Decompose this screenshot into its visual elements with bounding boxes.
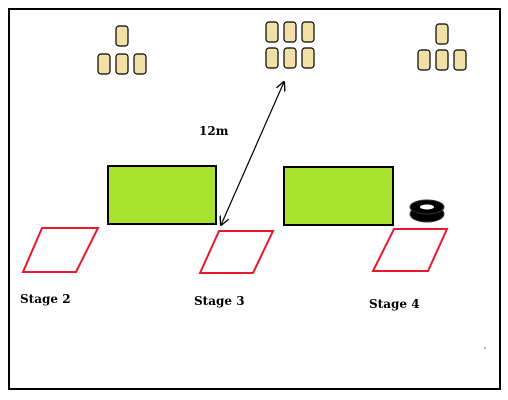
target-plate bbox=[115, 53, 129, 75]
target-plate bbox=[97, 53, 111, 75]
target-plate bbox=[417, 49, 431, 71]
speck-mark bbox=[484, 347, 486, 349]
stage-label-3: Stage 3 bbox=[194, 294, 245, 308]
shooting-box-stage-4 bbox=[371, 228, 449, 272]
target-plate bbox=[301, 47, 315, 69]
distance-arrow bbox=[221, 82, 284, 225]
target-plate bbox=[115, 25, 129, 47]
target-plate bbox=[283, 47, 297, 69]
target-plate bbox=[435, 49, 449, 71]
target-plate bbox=[435, 23, 449, 45]
shooting-box-stage-2 bbox=[21, 227, 100, 273]
barricade-left bbox=[107, 165, 217, 225]
tire-icon bbox=[409, 199, 445, 223]
target-plate bbox=[265, 21, 279, 43]
stage-label-2: Stage 2 bbox=[20, 292, 71, 306]
shooting-box-stage-3 bbox=[198, 230, 275, 274]
targets-center bbox=[265, 21, 315, 69]
distance-label: 12m bbox=[199, 124, 229, 138]
target-plate bbox=[301, 21, 315, 43]
stage-label-4: Stage 4 bbox=[369, 297, 420, 311]
target-plate bbox=[265, 47, 279, 69]
target-plate bbox=[283, 21, 297, 43]
targets-right bbox=[417, 23, 467, 71]
targets-left bbox=[97, 25, 147, 75]
target-plate bbox=[133, 53, 147, 75]
target-plate bbox=[453, 49, 467, 71]
barricade-right bbox=[283, 166, 394, 226]
